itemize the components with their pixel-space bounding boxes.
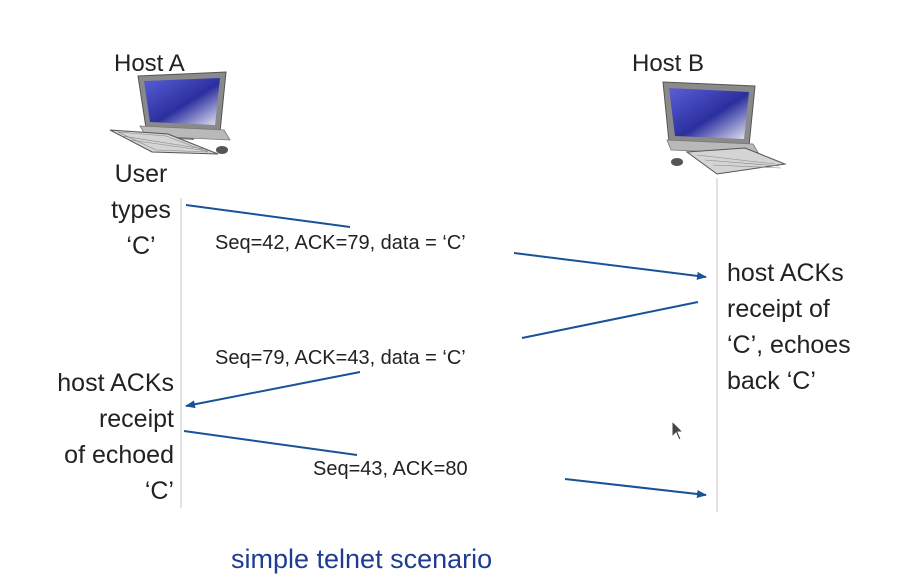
note-line: back ‘C’: [727, 367, 816, 395]
note-line: receipt: [98, 405, 174, 433]
msg3-arrow-segment-2: [564, 478, 707, 498]
mouse-pointer-icon: [671, 420, 685, 441]
note-line: of echoed: [64, 441, 174, 469]
note-line: host ACKs: [57, 369, 174, 397]
host-b-label: Host B: [632, 50, 705, 77]
host-b-ack-echo-note: host ACKs receipt of ‘C’, echoes back ‘C…: [727, 255, 851, 399]
msg2-arrow-segment-2: [185, 371, 361, 409]
msg2-arrow-segment-1: [521, 301, 699, 339]
note-line: ‘C’: [126, 232, 156, 260]
note-line: types: [111, 196, 171, 224]
host-a-user-types-note: User types ‘C’: [100, 156, 182, 264]
host-a-label: Host A: [114, 50, 185, 77]
note-line: User: [114, 160, 168, 188]
host-b-computer-icon: [662, 81, 787, 175]
msg1-arrow-segment-1: [185, 204, 351, 228]
host-a-computer-icon: [109, 71, 231, 155]
message-1-label: Seq=42, ACK=79, data = ‘C’: [215, 232, 466, 254]
diagram-caption: simple telnet scenario: [231, 544, 493, 574]
note-line: ‘C’, echoes: [727, 331, 851, 359]
note-line: host ACKs: [727, 259, 844, 287]
host-a-ack-echo-note: host ACKs receipt of echoed ‘C’: [40, 365, 174, 509]
message-3-label: Seq=43, ACK=80: [313, 458, 468, 480]
message-2-label: Seq=79, ACK=43, data = ‘C’: [215, 347, 466, 369]
msg3-arrow-segment-1: [183, 430, 358, 456]
note-line: ‘C’: [144, 477, 174, 505]
msg1-arrow-segment-2: [513, 252, 707, 280]
note-line: receipt of: [727, 295, 830, 323]
